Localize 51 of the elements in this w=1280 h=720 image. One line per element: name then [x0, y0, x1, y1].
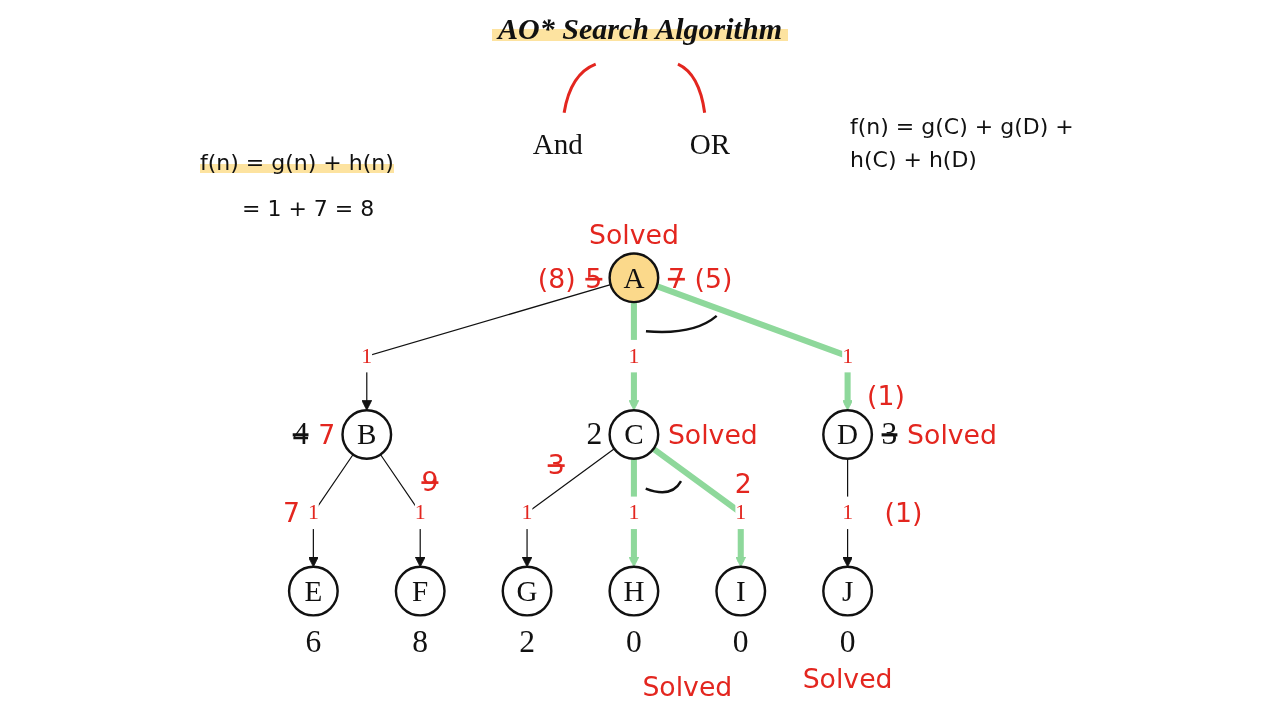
node-circle: H — [608, 565, 660, 617]
leader-line — [677, 62, 707, 113]
value-label: 0 — [839, 623, 856, 659]
node-text: And — [532, 128, 583, 161]
edge-label: 1 — [307, 500, 319, 525]
node-circle: F — [394, 565, 446, 617]
handwritten-note: 7 — [318, 419, 336, 451]
handwritten-note: Solved — [907, 419, 997, 451]
arrow — [628, 302, 640, 411]
handwritten-note: (5) — [694, 262, 733, 294]
crossed-out-value: 5 — [585, 262, 603, 294]
crossed-out-value: 3 — [881, 416, 898, 452]
handwritten-note: (1) — [884, 497, 923, 529]
node-circle: J — [822, 565, 874, 617]
node-circle: B — [341, 408, 393, 460]
handwritten-note: Solved — [588, 218, 679, 250]
handwritten-note: 7 — [283, 497, 300, 529]
edge-label: 1 — [842, 343, 854, 368]
handwritten-note: Solved — [802, 663, 893, 695]
formula: f(n) = g(C) + g(D) + h(C) + h(D) — [850, 113, 1075, 174]
handwritten-note: Solved — [642, 670, 733, 702]
edge-label: 1 — [361, 343, 373, 368]
node-circle: E — [287, 565, 339, 617]
node-circle: I — [715, 565, 767, 617]
node-text: OR — [689, 128, 731, 161]
edge-label: 1 — [735, 500, 747, 525]
value-label: 0 — [626, 623, 642, 659]
crossed-out-value: 9 — [421, 465, 439, 497]
node-circle: D — [822, 408, 874, 460]
crossed-out-value: 3 — [547, 448, 565, 480]
arrow — [655, 283, 853, 411]
value-label: 8 — [412, 623, 429, 659]
edge-label: 1 — [842, 500, 854, 525]
formula: = 1 + 7 = 8 — [242, 196, 375, 221]
value-label: 6 — [305, 623, 322, 659]
edge-label: 1 — [521, 500, 533, 525]
handwritten-note: (8) — [537, 262, 576, 294]
value-label: 2 — [586, 416, 603, 452]
edge-label: 1 — [628, 343, 640, 368]
value-label: 2 — [519, 623, 535, 659]
crossed-out-value: 7 — [667, 262, 685, 294]
crossed-out-value: 4 — [292, 416, 309, 452]
edge-label: 1 — [414, 500, 426, 525]
edge-label: 1 — [628, 500, 640, 525]
handwritten-note: Solved — [667, 419, 758, 451]
leader-line — [562, 62, 597, 113]
node-circle: A — [608, 252, 660, 304]
handwritten-note: 2 — [734, 468, 752, 500]
node-circle: C — [608, 408, 660, 460]
node-circle: G — [501, 565, 553, 617]
value-label: 0 — [732, 623, 749, 659]
